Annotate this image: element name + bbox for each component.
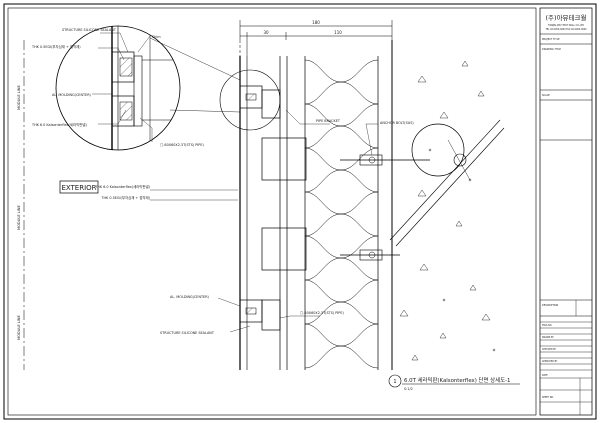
anchor-detail [389,119,505,247]
label-thk-secc-top: THK 0.5EGI(부자심재 + 접착제) [31,44,81,49]
caption-number: 1 [393,379,396,385]
label-al-molding-bottom: AL. MOLDING(CENTER) [170,295,210,299]
label-structure-sealant-top: STRUCTURE SILICONE SEALANT [62,28,117,32]
approved-label: APPROVED BY [542,360,558,363]
label-thk-kalsis-mid: THK 6.0 Kalsonterflex(세라믹판넬) [94,184,150,189]
module-line-label-2: MODULE LINE [17,205,21,230]
dim-a: 30 [263,30,269,35]
title-block: (주)아뮤테크월 TIANJIN AMU TECH WALL CO.,LTD T… [539,7,593,416]
label-square-pipe-top: □-60X60X2.3T(STS) PIPE) [160,143,204,147]
caption-title: 6.0T 세라믹판(Kalsonterflex) 단면 상세도-1 [404,376,510,384]
date-label: DATE [542,374,548,377]
label-pipe-bracket: PIPE BRACKET [316,119,341,123]
annotations: STRUCTURE SILICONE SEALANT Shim THK 0.5E… [31,28,414,335]
company-name: (주)아뮤테크월 [546,13,587,22]
drawing-no-label: DWG NO [542,324,552,327]
label-thk-secc-mid: THK 0.5EGI(부자심재 + 접착제) [100,195,150,200]
label-thk-kalsis-top: THK 6.0 Kalsonterflex(세라믹판넬) [31,122,87,127]
scale-label: SCALE [542,94,550,97]
label-square-pipe-bottom: □-60X60X2.3T(STS) PIPE) [300,311,344,315]
company-sub: TIANJIN AMU TECH WALL CO.,LTD [548,24,584,27]
caption-scale: S:1/2 [404,387,413,391]
label-al-molding-top: AL. MOLDING(CENTER) [52,93,92,97]
module-line-label-3: MODULE LINE [17,315,21,340]
drawing-frame [7,7,537,416]
magnified-detail [55,25,281,151]
company-tel: TEL 02-0000-0000 FAX 02-0000-0000 [545,28,587,31]
label-anchor-bolt: ANCHOR BOLT(SUS) [380,121,414,125]
leader-lines [92,32,378,333]
sheet-label: SHEET NO [542,396,553,399]
project-title-label: PROJECT TITLE [542,38,560,41]
concrete-fill [399,60,496,361]
exterior-box [59,180,99,194]
sheet-border [3,3,597,420]
dim-b: 110 [334,30,342,35]
revision-label: DESCRIPTION [542,304,558,307]
drawing-title-label: DRAWING TITLE [542,48,561,51]
dim-overall: 180 [312,20,320,25]
label-shim: Shim [152,35,161,39]
checked-by-label: CHECKED BY [542,348,557,351]
module-line-label-1: MODULE LINE [17,85,21,110]
label-structure-sealant-bottom: STRUCTURE SILICONE SEALANT [160,331,215,335]
dimension-lines [239,20,393,56]
insulation [304,59,379,369]
wall-section [239,40,430,370]
drawing-caption: 1 6.0T 세라믹판(Kalsonterflex) 단면 상세도-1 S:1/… [388,374,520,391]
exterior-label: EXTERIOR [61,184,96,192]
drawn-by-label: DRAWN BY [542,336,554,339]
